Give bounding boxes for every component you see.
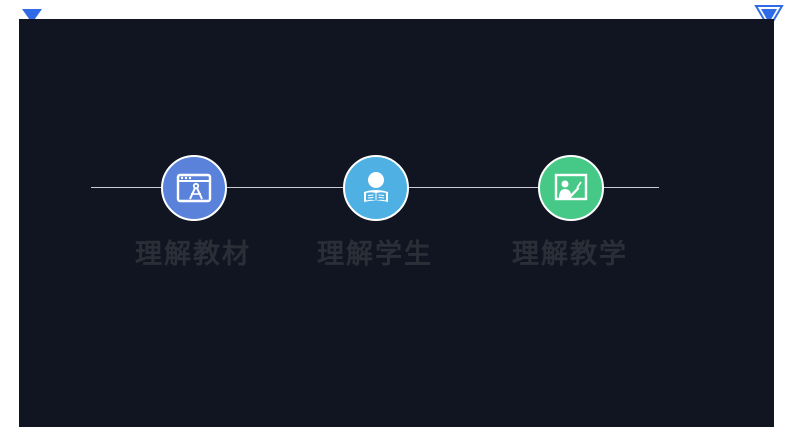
step-1-circle xyxy=(161,155,227,221)
step-1-label: 理解教材 xyxy=(135,239,251,270)
dark-content-panel xyxy=(19,19,774,427)
double-triangle-down-icon xyxy=(754,5,784,30)
step-2-circle xyxy=(343,155,409,221)
step-2-label: 理解学生 xyxy=(317,239,433,270)
browser-compass-icon xyxy=(176,173,212,203)
student-reading-icon xyxy=(364,172,388,202)
step-3-circle xyxy=(538,155,604,221)
step-3-label: 理解教学 xyxy=(512,239,628,270)
teacher-board-icon xyxy=(554,173,588,201)
